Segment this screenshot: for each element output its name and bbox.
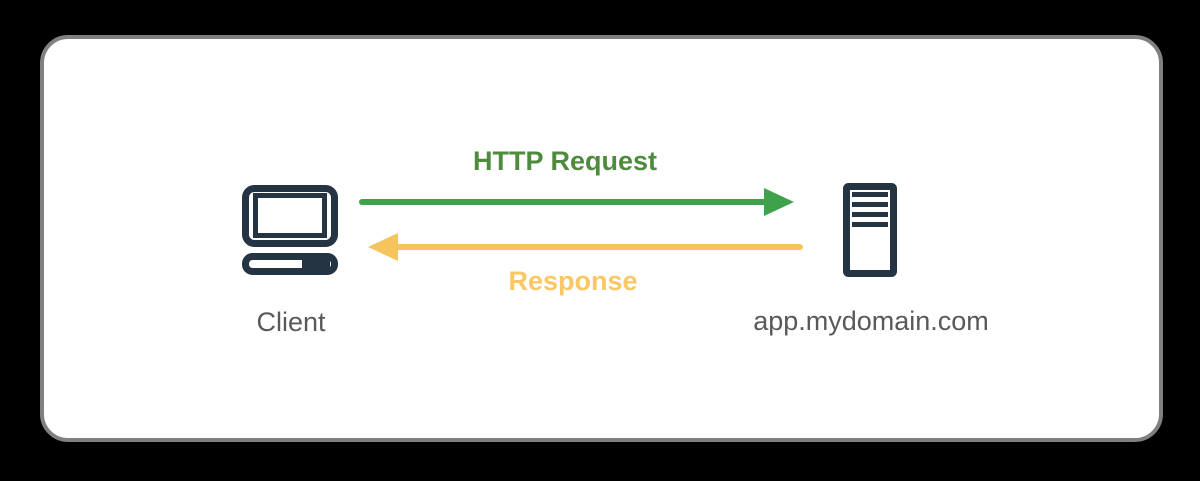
- monitor-screen: [253, 193, 327, 238]
- request-arrow-head: [764, 188, 794, 216]
- client-computer-icon: [242, 185, 338, 275]
- response-arrow-head: [368, 233, 398, 261]
- client-label: Client: [256, 307, 326, 337]
- diagram-card: [40, 35, 1163, 442]
- server-bar: [852, 192, 888, 197]
- monitor-outline: [242, 185, 338, 247]
- server-icon: [843, 183, 897, 277]
- response-arrow: [368, 233, 803, 261]
- response-label: Response: [508, 266, 638, 296]
- server-bar: [852, 212, 888, 217]
- server-bar: [852, 202, 888, 207]
- request-arrow: [359, 188, 794, 216]
- server-bar: [852, 222, 888, 227]
- computer-base-slot: [302, 260, 330, 269]
- server-label: app.mydomain.com: [753, 306, 989, 336]
- server-outline: [843, 183, 897, 277]
- computer-base: [242, 253, 338, 275]
- request-label: HTTP Request: [472, 146, 658, 176]
